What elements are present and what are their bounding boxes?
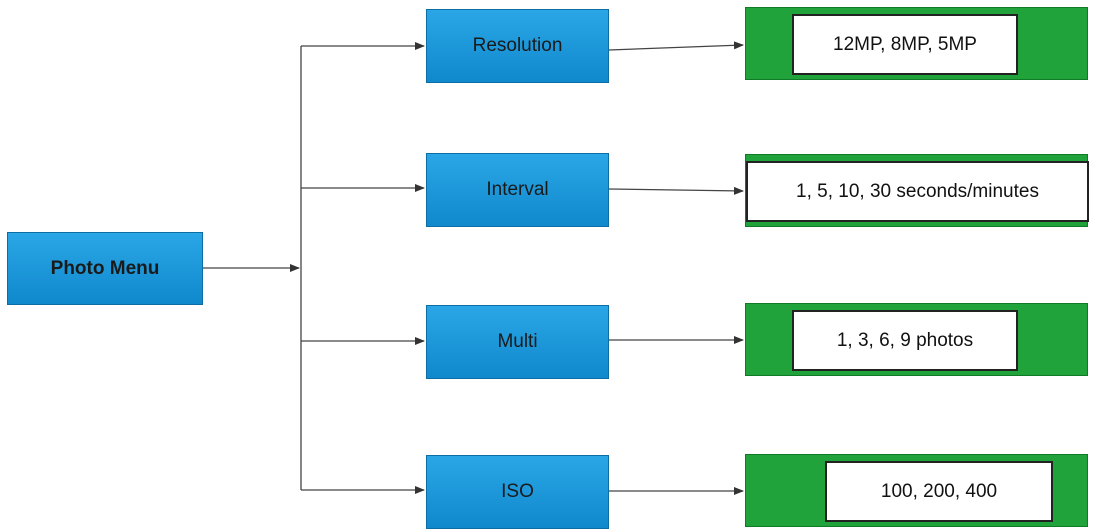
values-multi-box: 1, 3, 6, 9 photos <box>792 310 1018 371</box>
connector-resolution-values <box>608 41 744 51</box>
option-iso-node: ISO <box>426 455 609 529</box>
photo-menu-node: Photo Menu <box>7 232 203 305</box>
values-iso-box: 100, 200, 400 <box>825 461 1053 522</box>
option-multi-node: Multi <box>426 305 609 379</box>
values-resolution-panel: 12MP, 8MP, 5MP <box>745 7 1088 80</box>
values-resolution-box: 12MP, 8MP, 5MP <box>792 14 1018 75</box>
values-interval-panel: 1, 5, 10, 30 seconds/minutes <box>745 154 1089 227</box>
option-interval-node: Interval <box>426 153 609 227</box>
connector-interval-values <box>608 186 744 195</box>
values-interval-box: 1, 5, 10, 30 seconds/minutes <box>746 161 1089 222</box>
values-multi-panel: 1, 3, 6, 9 photos <box>745 303 1088 376</box>
option-resolution-node: Resolution <box>426 9 609 83</box>
values-iso-panel: 100, 200, 400 <box>745 454 1088 527</box>
